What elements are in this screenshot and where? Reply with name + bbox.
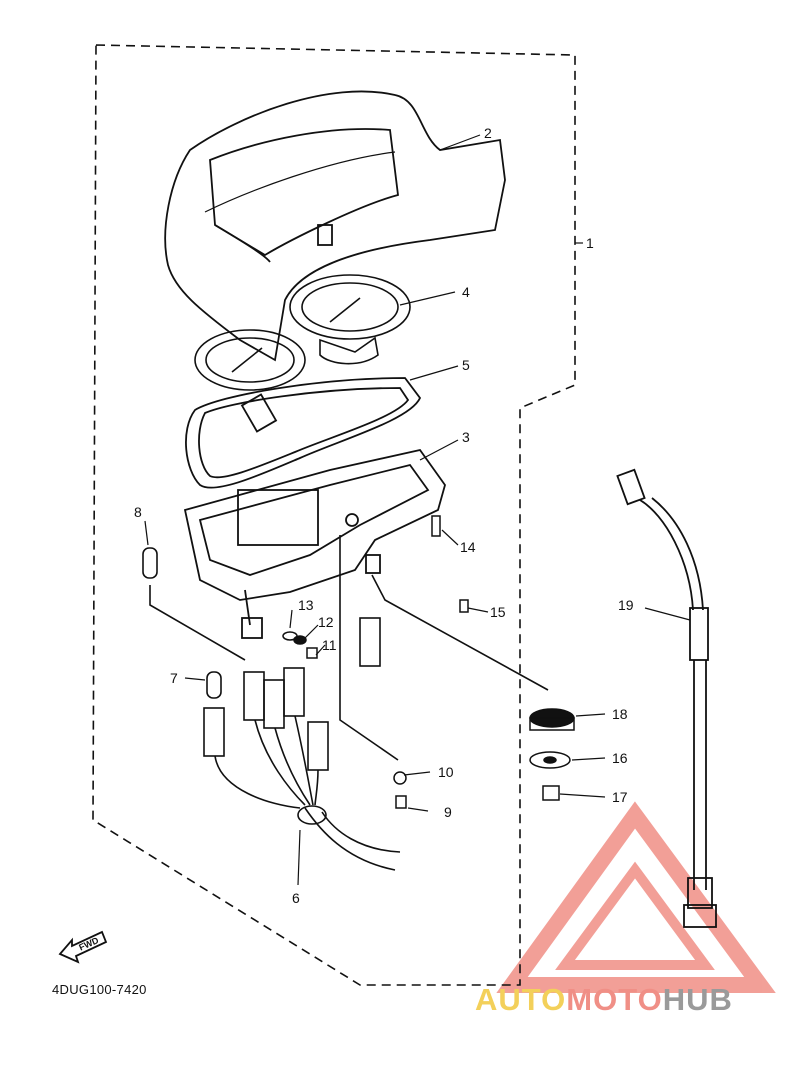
callout-6: 6	[292, 890, 300, 906]
watermark-part2: MOTO	[566, 982, 663, 1017]
watermark-part3: HUB	[662, 982, 733, 1017]
callout-11: 11	[322, 637, 337, 653]
forward-arrow-icon: FWD	[58, 930, 108, 964]
wire-harness	[142, 535, 549, 871]
watermark-text: AUTOMOTOHUB	[475, 982, 733, 1018]
callout-5: 5	[462, 357, 470, 373]
callout-4: 4	[462, 284, 470, 300]
callout-3: 3	[462, 429, 470, 445]
callout-19: 19	[618, 597, 634, 613]
callout-16: 16	[612, 750, 628, 766]
gauge-lens	[194, 274, 411, 391]
callout-7: 7	[170, 670, 178, 686]
leader-lines	[144, 134, 691, 886]
watermark-logo-icon	[496, 801, 776, 993]
meter-case	[183, 448, 446, 639]
callout-12: 12	[318, 614, 334, 630]
watermark-part1: AUTO	[475, 982, 567, 1017]
callout-13: 13	[298, 597, 314, 613]
callout-9: 9	[444, 804, 452, 820]
speedometer-cable	[616, 468, 717, 928]
callout-1: 1	[586, 235, 594, 251]
callout-labels: 1 2 3 4 5 6 7 8 9 10 11 12 13 14 15 16 1…	[134, 125, 634, 906]
hardware-parts	[282, 515, 575, 809]
callout-2: 2	[484, 125, 492, 141]
gasket	[185, 377, 422, 489]
callout-18: 18	[612, 706, 628, 722]
callout-15: 15	[490, 604, 506, 620]
part-code: 4DUG100-7420	[52, 982, 147, 997]
callout-17: 17	[612, 789, 628, 805]
meter-cover	[164, 90, 506, 362]
callout-10: 10	[438, 764, 454, 780]
callout-8: 8	[134, 504, 142, 520]
assembly-boundary	[92, 44, 576, 986]
callout-14: 14	[460, 539, 476, 555]
